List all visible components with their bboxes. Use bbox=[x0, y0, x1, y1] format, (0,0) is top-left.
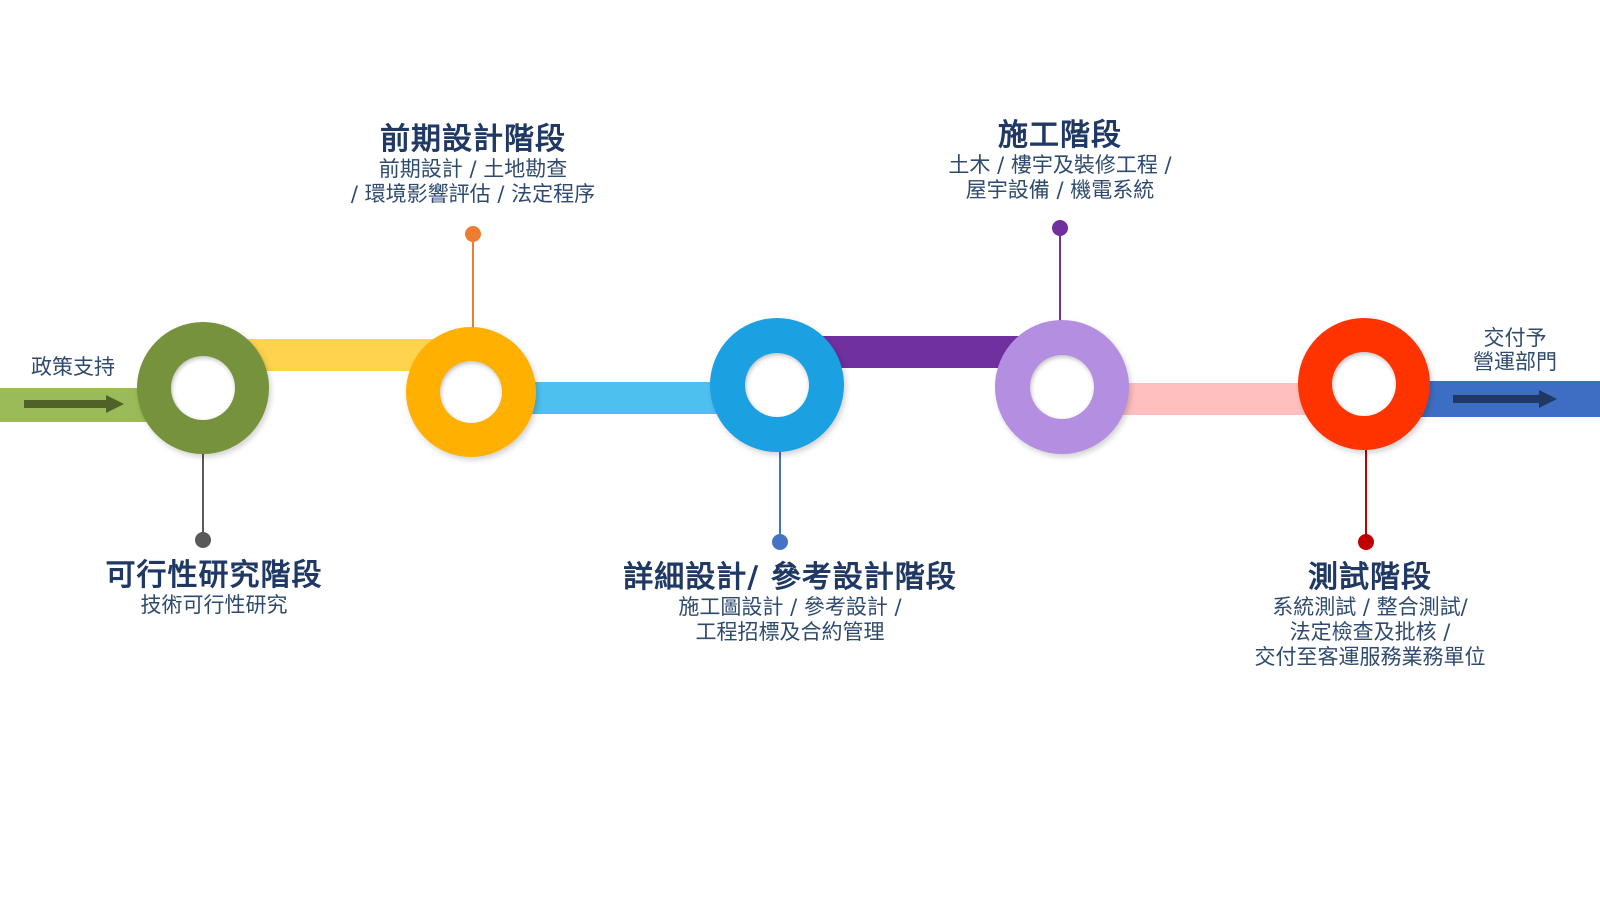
policy-support-label: 政策支持 bbox=[31, 355, 115, 379]
connector-line bbox=[779, 410, 781, 540]
connector-line bbox=[1059, 232, 1061, 352]
stage-ring-hole bbox=[171, 356, 235, 420]
stage-marker-dot bbox=[1358, 534, 1374, 550]
stage-description: 交付至客運服務業務單位 bbox=[1254, 644, 1486, 669]
stage-title: 施工階段 bbox=[998, 118, 1122, 153]
stage-description: 屋宇設備 / 機電系統 bbox=[965, 178, 1155, 203]
stage-description: 前期設計 / 土地勘查 bbox=[378, 157, 568, 182]
arrow-right-icon bbox=[1453, 390, 1558, 408]
stage-label-preliminary: 前期設計階段 前期設計 / 土地勘查 / 環境影響評估 / 法定程序 bbox=[318, 122, 628, 207]
stage-title: 詳細設計/ 參考設計階段 bbox=[623, 560, 957, 595]
stage-marker-dot bbox=[772, 534, 788, 550]
stage-ring-hole bbox=[1030, 355, 1094, 419]
stage-title: 可行性研究階段 bbox=[105, 558, 323, 593]
stage-ring-hole bbox=[745, 353, 809, 417]
stage-label-testing: 測試階段 系統測試 / 整合測試/ 法定檢查及批核 / 交付至客運服務業務單位 bbox=[1225, 560, 1515, 670]
stage-label-construction: 施工階段 土木 / 樓宇及裝修工程 / 屋宇設備 / 機電系統 bbox=[910, 118, 1210, 203]
stage-title: 前期設計階段 bbox=[380, 122, 566, 157]
connector-line bbox=[202, 410, 204, 538]
connector-line bbox=[472, 236, 474, 356]
stage-description: 土木 / 樓宇及裝修工程 / bbox=[948, 153, 1172, 178]
stage-description: / 環境影響評估 / 法定程序 bbox=[350, 182, 596, 207]
stage-label-feasibility: 可行性研究階段 技術可行性研究 bbox=[84, 558, 344, 618]
delivery-label: 交付予 營運部門 bbox=[1473, 326, 1557, 375]
stage-description: 技術可行性研究 bbox=[140, 593, 288, 618]
stage-description: 施工圖設計 / 參考設計 / bbox=[678, 595, 902, 620]
stage-label-detailed-design: 詳細設計/ 參考設計階段 施工圖設計 / 參考設計 / 工程招標及合約管理 bbox=[600, 560, 980, 645]
stage-marker-dot bbox=[195, 532, 211, 548]
arrow-right-icon bbox=[24, 395, 124, 413]
stage-marker-dot bbox=[1052, 220, 1068, 236]
stage-description: 法定檢查及批核 / bbox=[1289, 620, 1451, 645]
stage-title: 測試階段 bbox=[1308, 560, 1432, 595]
stage-ring-hole bbox=[440, 361, 502, 423]
stage-description: 工程招標及合約管理 bbox=[695, 620, 885, 645]
bar-blue-to-lavender bbox=[805, 336, 1020, 368]
stage-marker-dot bbox=[465, 226, 481, 242]
bar-orange-to-blue bbox=[505, 382, 740, 414]
stage-ring-hole bbox=[1332, 352, 1396, 416]
stage-description: 系統測試 / 整合測試/ bbox=[1272, 595, 1468, 620]
connector-line bbox=[1365, 410, 1367, 540]
